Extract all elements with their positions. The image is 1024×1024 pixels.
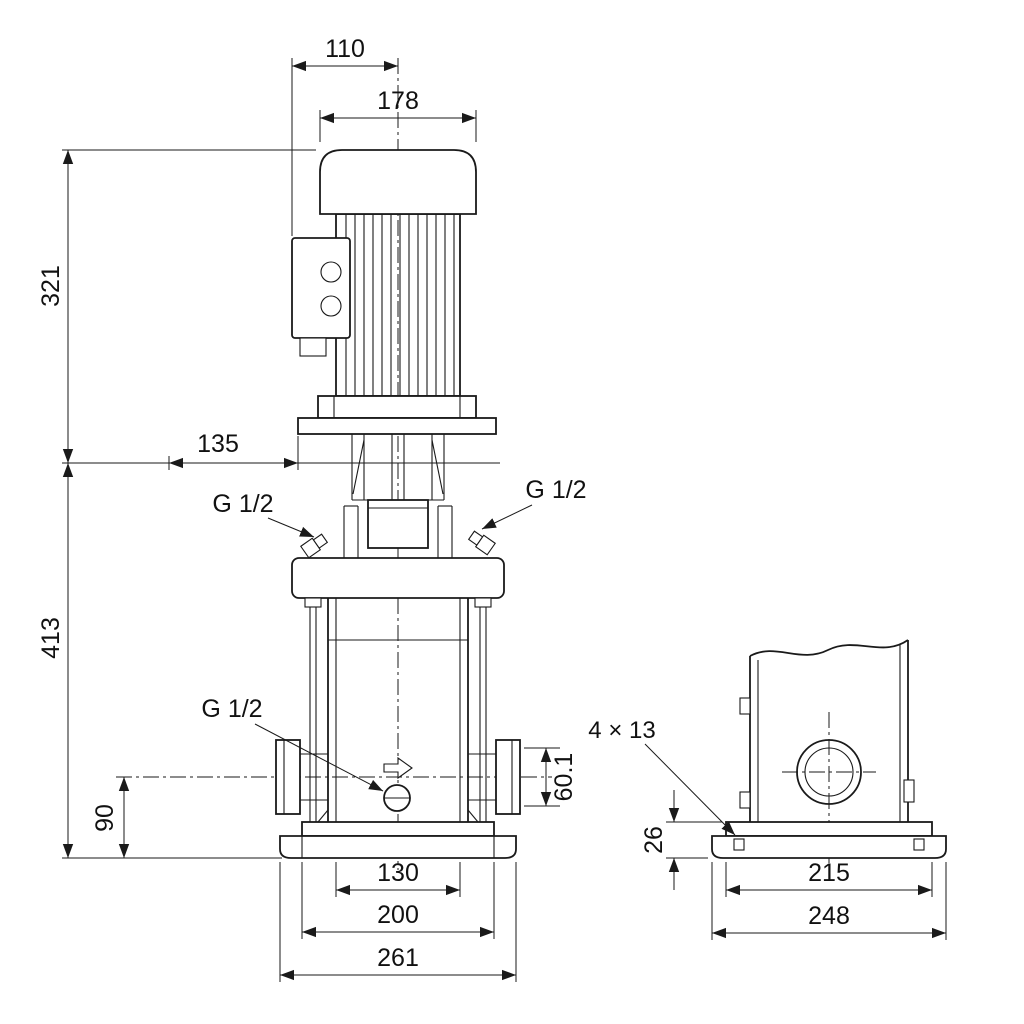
dim-motor-top-110: 110 bbox=[291, 35, 398, 236]
clamp-lug bbox=[739, 791, 751, 809]
dim-bolt-spacing-215: 215 bbox=[725, 859, 933, 897]
flow-arrow-icon bbox=[383, 756, 413, 780]
front-view: 110 178 321 135 413 G 1/2 bbox=[37, 35, 587, 982]
dim-base-inner-130: 130 bbox=[335, 859, 461, 897]
dim-label: 90 bbox=[91, 804, 119, 832]
dim-label: 321 bbox=[37, 265, 65, 307]
dim-motor-width-178: 178 bbox=[319, 87, 477, 142]
dim-label: 248 bbox=[808, 902, 850, 930]
side-body bbox=[739, 639, 915, 822]
base-side bbox=[711, 821, 947, 859]
tie-rods bbox=[304, 597, 492, 822]
dim-label: 135 bbox=[197, 430, 239, 458]
side-view: 4 × 13 26 215 248 bbox=[588, 639, 947, 940]
motor-flange bbox=[297, 395, 497, 435]
dim-label: 110 bbox=[325, 35, 365, 63]
motor-fins bbox=[335, 213, 461, 397]
bolt-hole bbox=[733, 838, 745, 851]
dim-label: 178 bbox=[377, 87, 419, 115]
label-drain: G 1/2 bbox=[201, 695, 384, 792]
terminal-box bbox=[291, 237, 351, 357]
dim-offset-135: 135 bbox=[168, 430, 299, 470]
motor bbox=[291, 149, 497, 435]
dim-base-overall-261: 261 bbox=[279, 862, 517, 982]
label-bolt-holes: 4 × 13 bbox=[588, 717, 736, 836]
suction-port bbox=[275, 739, 328, 815]
thread-label: G 1/2 bbox=[525, 476, 586, 504]
head-casting bbox=[291, 557, 505, 599]
dim-motor-height-321: 321 bbox=[37, 149, 500, 464]
discharge-port bbox=[468, 739, 521, 815]
bolt-hole bbox=[913, 838, 925, 851]
pump-head bbox=[291, 499, 505, 599]
port-opening bbox=[796, 739, 862, 805]
label-vent-right: G 1/2 bbox=[481, 476, 587, 530]
head-boss-right bbox=[437, 505, 453, 558]
dim-label: 261 bbox=[377, 944, 419, 972]
motor-top-cap bbox=[319, 149, 477, 215]
vent-plug-right bbox=[467, 530, 496, 556]
dim-label: 130 bbox=[377, 859, 419, 887]
clamp-lug bbox=[739, 697, 751, 715]
vent-plug-left bbox=[300, 533, 329, 559]
thread-label: G 1/2 bbox=[201, 695, 262, 723]
head-boss-left bbox=[343, 505, 359, 558]
base-front bbox=[279, 821, 517, 859]
dim-port-offset-60-1: 60.1 bbox=[524, 747, 578, 807]
dim-label: 200 bbox=[377, 901, 419, 929]
seal-chamber bbox=[367, 499, 429, 549]
pump-sleeve bbox=[304, 597, 492, 823]
break-line bbox=[749, 639, 909, 657]
dim-pump-height-413: 413 bbox=[37, 463, 282, 859]
drain-plug bbox=[383, 756, 413, 812]
dim-port-height-90: 90 bbox=[91, 777, 130, 858]
cable-entry-hole bbox=[320, 261, 342, 283]
terminal-box-tab bbox=[299, 337, 327, 357]
bolt-holes-label: 4 × 13 bbox=[588, 717, 655, 744]
side-plug bbox=[903, 779, 915, 803]
dim-base-width-248: 248 bbox=[711, 862, 947, 940]
dim-base-height-26: 26 bbox=[640, 790, 722, 890]
dim-label: 26 bbox=[640, 826, 668, 854]
thread-label: G 1/2 bbox=[212, 490, 273, 518]
dim-base-mid-200: 200 bbox=[301, 862, 495, 939]
label-vent-left: G 1/2 bbox=[212, 490, 315, 538]
cable-entry-hole bbox=[320, 295, 342, 317]
port-bore bbox=[804, 747, 854, 797]
dim-label: 215 bbox=[808, 859, 850, 887]
dim-label: 413 bbox=[37, 617, 65, 659]
dim-label: 60.1 bbox=[550, 753, 578, 802]
